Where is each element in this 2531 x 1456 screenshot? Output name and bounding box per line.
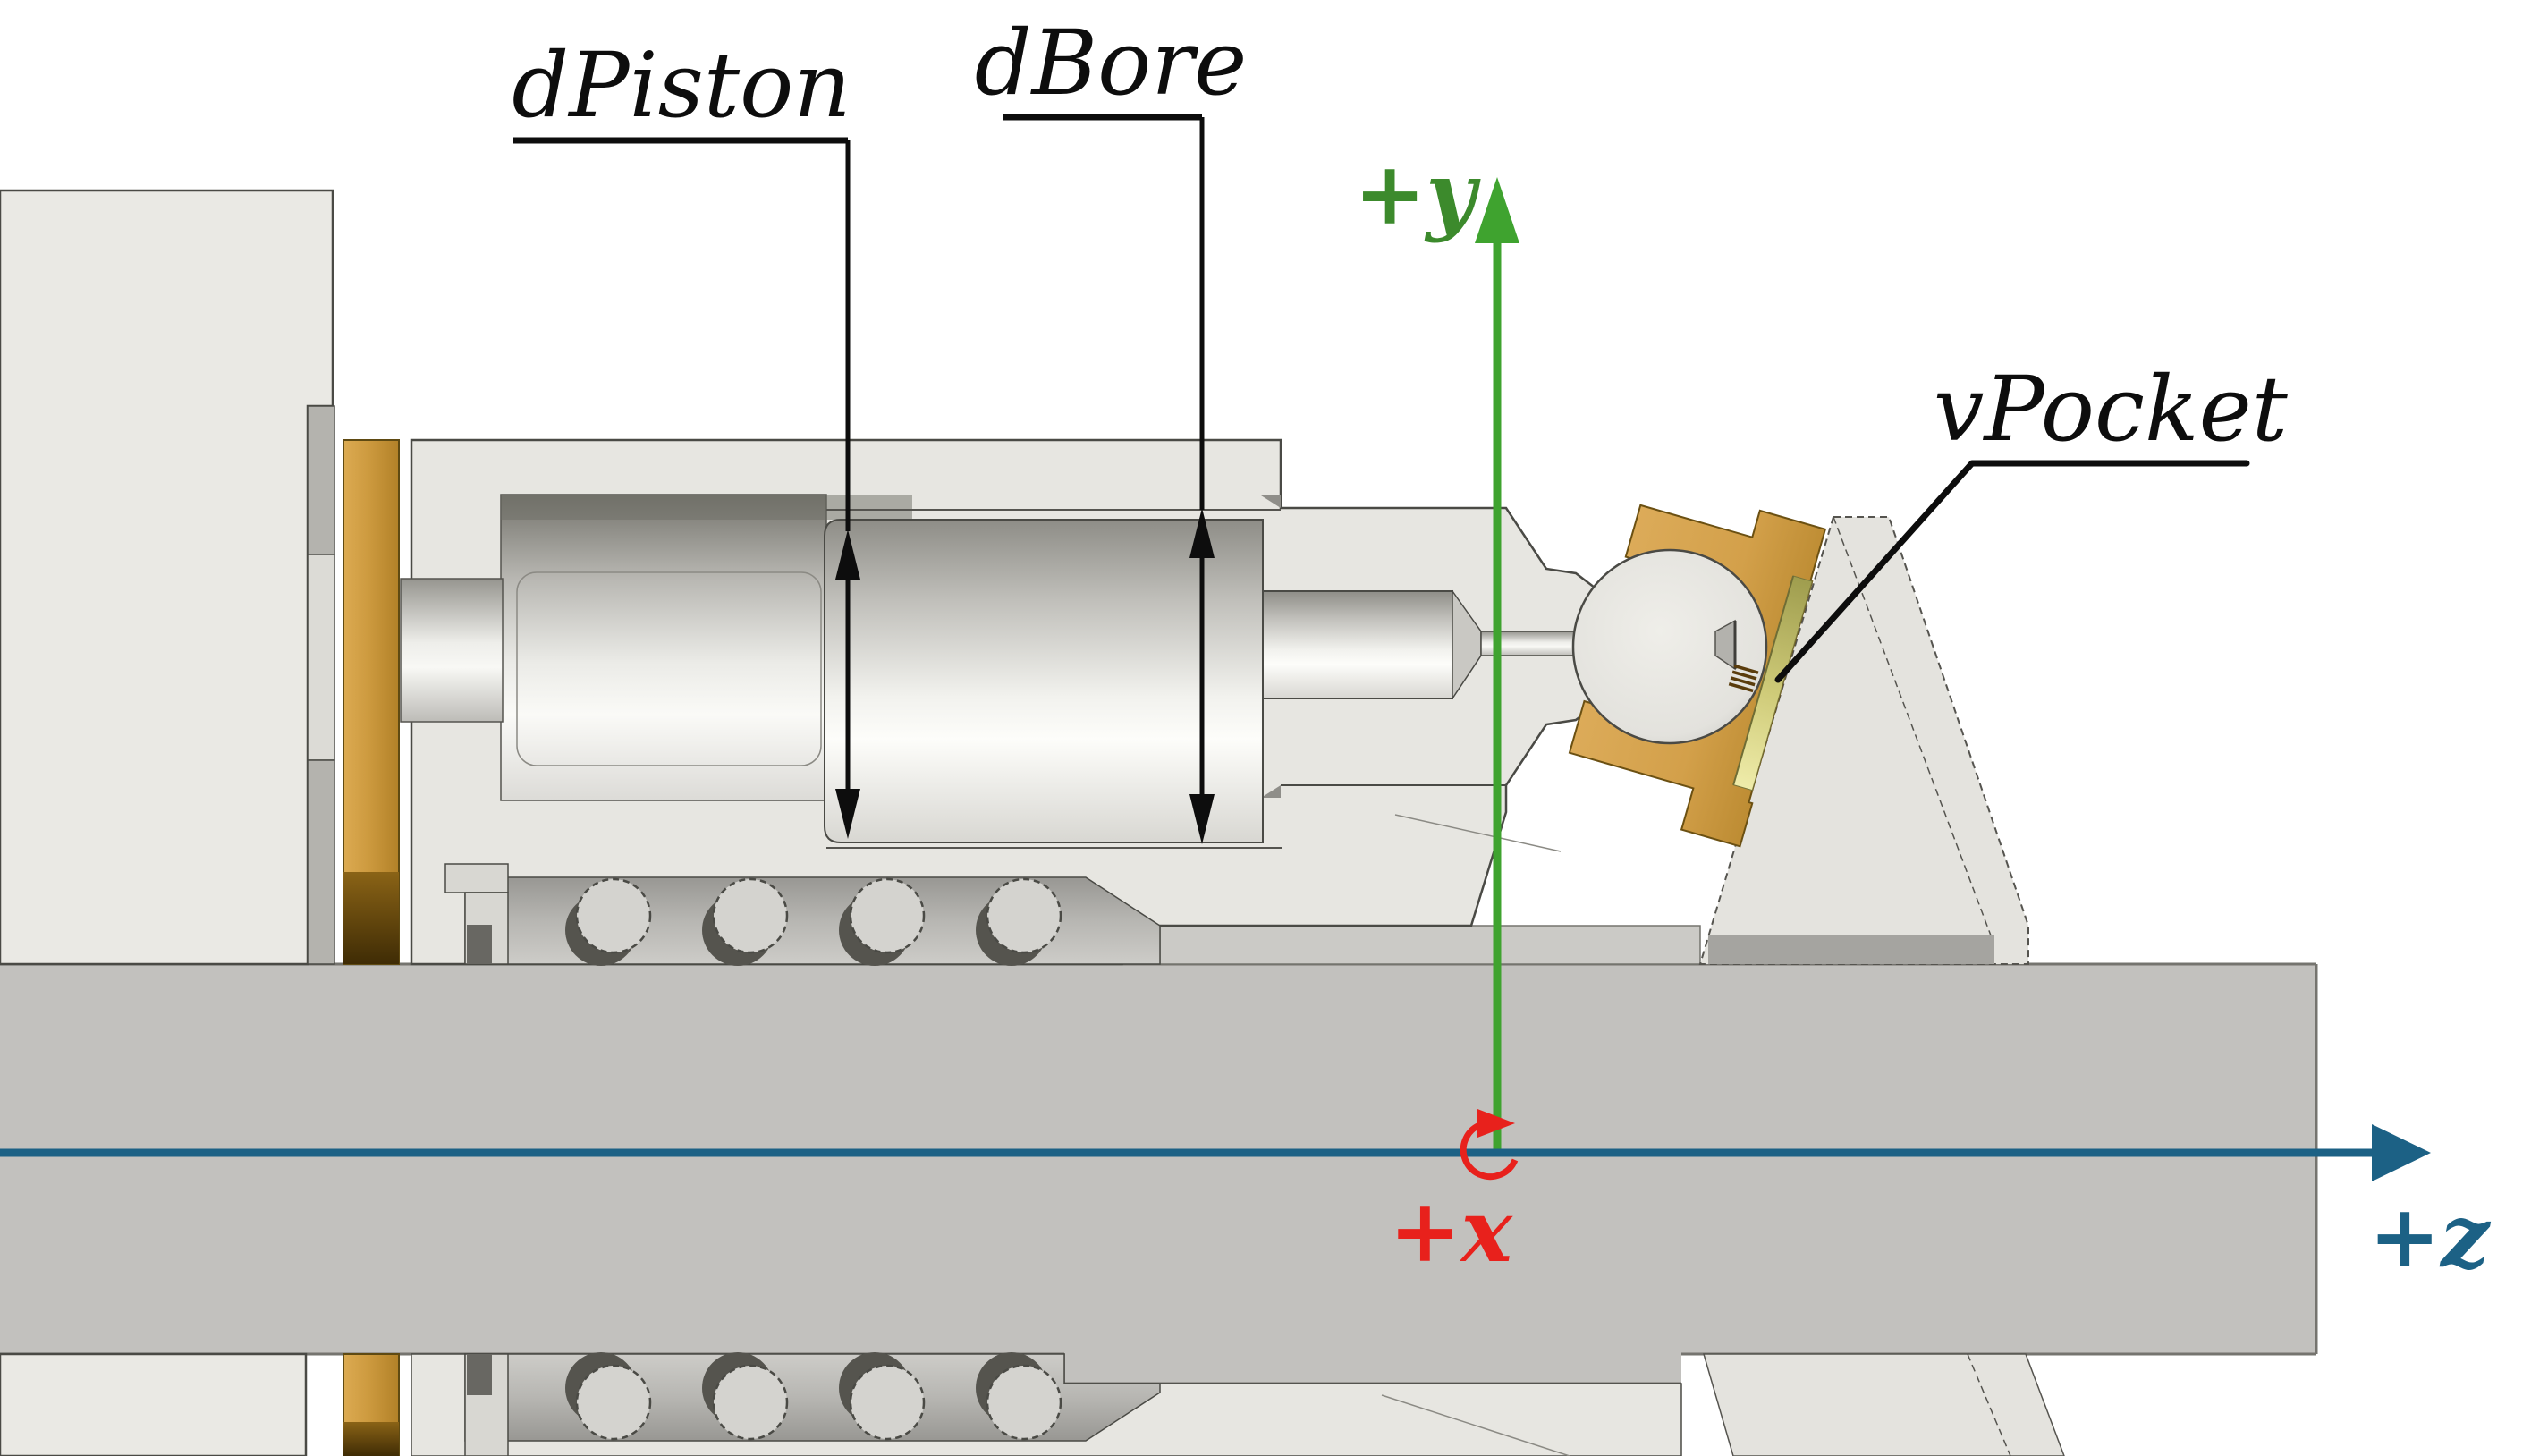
- vpocket-leader: [1774, 460, 2250, 683]
- spring-coil-face: [986, 1364, 1062, 1441]
- ball-joint: [1571, 548, 1768, 745]
- spring-coil: [976, 877, 1062, 966]
- spring-coil-face: [712, 877, 789, 954]
- swash-plate-body: [1698, 516, 2029, 965]
- dpiston-arrow-down-icon: [835, 789, 860, 839]
- spring-row-top: [565, 877, 1062, 966]
- shaft-body: [0, 964, 2316, 1354]
- spring-coil-face: [849, 877, 926, 954]
- dimension-piston: dPiston: [512, 33, 860, 839]
- spring-row-bottom: [565, 1352, 1062, 1441]
- x-axis-arrowhead-icon: [1477, 1109, 1515, 1138]
- bore-counterbore: [500, 494, 827, 801]
- swash-plate: [1698, 516, 2065, 1456]
- dbore-label: dBore: [975, 11, 1248, 115]
- shaft-lower-step: [1064, 1354, 1681, 1384]
- retainer-post-top: [444, 863, 509, 965]
- spring-coil-face: [575, 877, 652, 954]
- cylinder-bore: [500, 494, 1282, 849]
- z-axis-label: +z: [2369, 1186, 2492, 1287]
- spring-coil: [565, 877, 652, 966]
- brass-seal-lower-shadow: [343, 1422, 399, 1456]
- pocket-orifice-ribs: [1728, 664, 1759, 693]
- shaft-upper-ledge: [1159, 925, 1701, 965]
- bore-inner-outline: [516, 571, 822, 766]
- vpocket-label: vPocket: [1934, 357, 2289, 461]
- piston-boss: [1262, 590, 1453, 699]
- dbore-arrow-up-icon: [1189, 508, 1215, 558]
- spring-coil-face: [849, 1364, 926, 1441]
- left-step-strip-top: [307, 405, 335, 555]
- dbore-arrow-down-icon: [1189, 794, 1215, 844]
- y-axis-arrow-icon: [1475, 177, 1519, 243]
- left-step-strip-mid: [307, 554, 335, 761]
- callout-pocket: vPocket: [1774, 357, 2289, 683]
- left-block: [0, 189, 335, 1456]
- housing-lower-edge-hint: [1394, 814, 1562, 852]
- bore-top-shadow: [501, 495, 912, 520]
- brass-seal: [343, 439, 400, 1456]
- spring-coil: [839, 877, 926, 966]
- z-axis-arrow-icon: [2372, 1124, 2431, 1181]
- flange-chamfer-bottom: [1261, 785, 1281, 798]
- post-shadow: [467, 925, 492, 964]
- piston-body: [824, 519, 1264, 843]
- spring-coil: [702, 877, 789, 966]
- dpiston-label: dPiston: [512, 33, 851, 138]
- x-axis-label: +x: [1389, 1181, 1513, 1282]
- y-axis-label: +y: [1354, 143, 1481, 244]
- axis-x: +x: [1389, 1109, 1519, 1282]
- flange-chamfer-top: [1261, 495, 1281, 508]
- brass-seal-upper-shadow: [343, 872, 399, 964]
- spring-coil: [565, 1352, 652, 1441]
- housing-mirror-diag: [1381, 1394, 1570, 1456]
- dpiston-arrow-up-icon: [835, 529, 860, 580]
- spring-coil: [702, 1352, 789, 1441]
- axis-z: +z: [0, 1124, 2492, 1287]
- swash-plate-lower-sliver: [1703, 1353, 2065, 1456]
- retainer-post-bottom: [464, 1353, 509, 1456]
- piston-tail-rod: [400, 578, 504, 723]
- spring-coil: [839, 1352, 926, 1441]
- post-cap: [444, 863, 509, 893]
- spring-coil: [976, 1352, 1062, 1441]
- swash-plate-dark-base: [1708, 935, 1994, 964]
- left-block-lower: [0, 1352, 308, 1456]
- spring-coil-face: [712, 1364, 789, 1441]
- spring-coil-face: [986, 877, 1062, 954]
- spring-coil-face: [575, 1364, 652, 1441]
- dimension-bore: dBore: [975, 11, 1248, 844]
- needle-tip: [1714, 619, 1759, 693]
- axis-y: +y: [1354, 143, 1519, 1153]
- post-shadow: [467, 1354, 492, 1395]
- left-block-upper: [0, 189, 334, 966]
- pocket-strip-edge: [1732, 575, 1795, 785]
- left-step-strip-bottom: [307, 759, 335, 965]
- swash-plate-lower-edge: [1967, 1353, 2011, 1456]
